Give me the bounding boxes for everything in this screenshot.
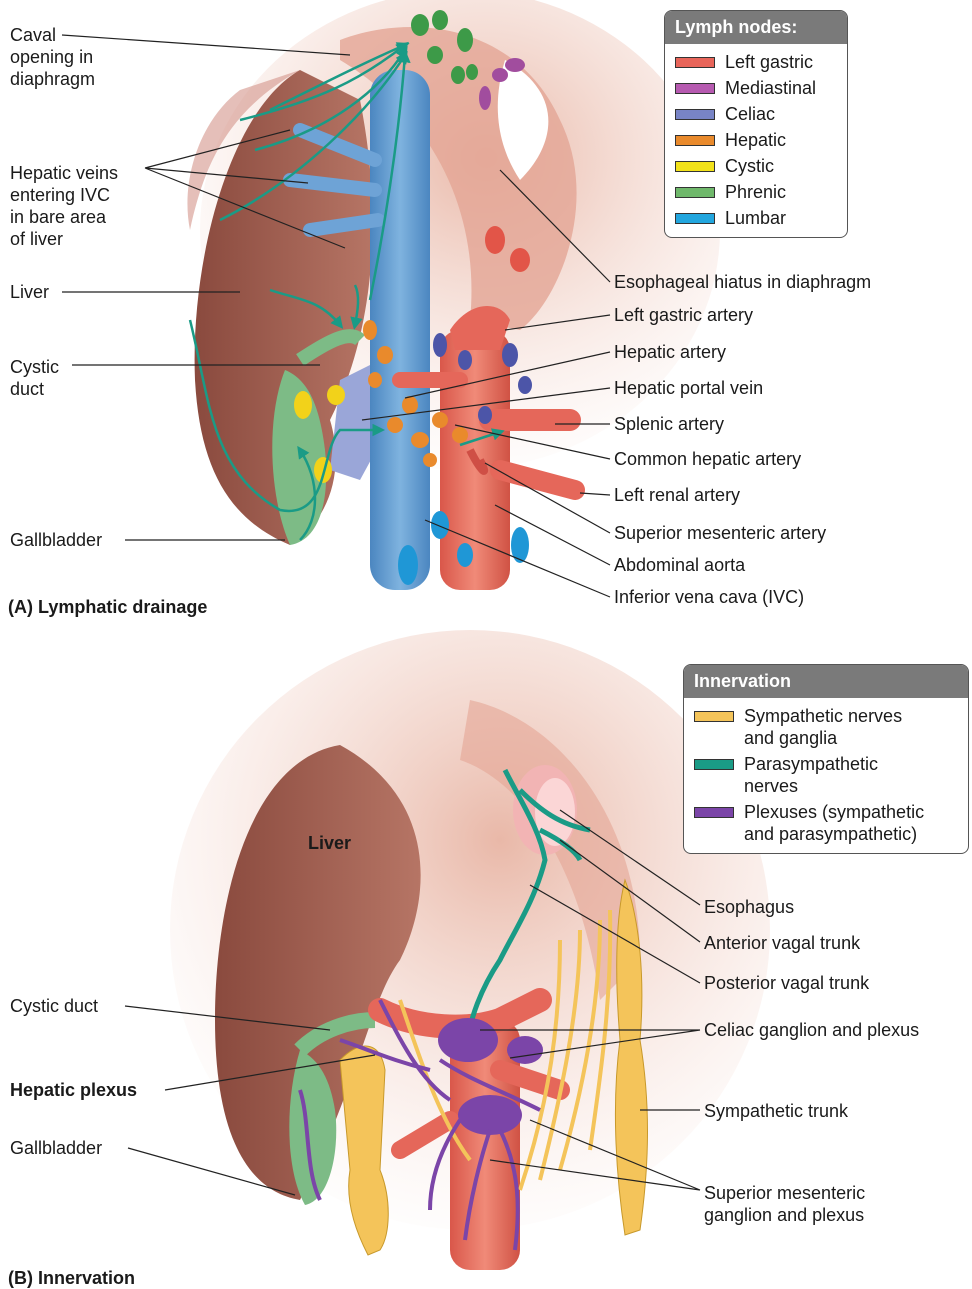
legend-label: Mediastinal [725, 77, 816, 99]
panel-b-drawing [125, 630, 770, 1270]
legend-swatch [675, 57, 715, 68]
label-caval-opening: Caval opening in diaphragm [10, 24, 95, 90]
legend-lymph-node-item: Cystic [665, 153, 847, 179]
label-sympathetic-trunk: Sympathetic trunk [704, 1100, 848, 1122]
legend-innervation-item: Parasympathetic nerves [684, 751, 968, 799]
legend-label: Celiac [725, 103, 775, 125]
label-cystic-duct-a: Cystic duct [10, 356, 59, 400]
label-hepatic-veins: Hepatic veins entering IVC in bare area … [10, 162, 118, 250]
legend-innervation-item: Sympathetic nerves and ganglia [684, 703, 968, 751]
legend-label: Left gastric [725, 51, 813, 73]
legend-lymph-node-item: Mediastinal [665, 75, 847, 101]
legend-label: Plexuses (sympathetic and parasympatheti… [744, 801, 924, 845]
label-splenic-artery: Splenic artery [614, 413, 724, 435]
legend-lymph-node-item: Hepatic [665, 127, 847, 153]
legend-swatch [675, 213, 715, 224]
label-gallbladder-b: Gallbladder [10, 1137, 102, 1159]
legend-label: Hepatic [725, 129, 786, 151]
label-cystic-duct-b: Cystic duct [10, 995, 98, 1017]
label-posterior-vagal-trunk: Posterior vagal trunk [704, 972, 869, 994]
legend-lymph-node-item: Phrenic [665, 179, 847, 205]
legend-swatch [675, 135, 715, 146]
legend-swatch [675, 161, 715, 172]
label-celiac-ganglion: Celiac ganglion and plexus [704, 1019, 919, 1041]
panel-b-title: (B) Innervation [8, 1268, 135, 1289]
label-liver-b: Liver [308, 832, 351, 854]
legend-innervation-title: Innervation [684, 665, 968, 698]
label-left-renal-artery: Left renal artery [614, 484, 740, 506]
label-hepatic-artery: Hepatic artery [614, 341, 726, 363]
label-esophagus: Esophagus [704, 896, 794, 918]
legend-swatch [694, 759, 734, 770]
legend-lymph-nodes-title: Lymph nodes: [665, 11, 847, 44]
panel-a-title: (A) Lymphatic drainage [8, 597, 207, 618]
label-left-gastric-artery: Left gastric artery [614, 304, 753, 326]
legend-swatch [694, 711, 734, 722]
legend-swatch [675, 109, 715, 120]
label-liver-a: Liver [10, 281, 49, 303]
ivc-shape [370, 70, 430, 590]
label-superior-mesenteric-ganglion: Superior mesenteric ganglion and plexus [704, 1182, 865, 1226]
label-hepatic-portal-vein: Hepatic portal vein [614, 377, 763, 399]
label-esophageal-hiatus: Esophageal hiatus in diaphragm [614, 271, 871, 293]
legend-lymph-node-item: Lumbar [665, 205, 847, 231]
legend-label: Cystic [725, 155, 774, 177]
label-hepatic-plexus: Hepatic plexus [10, 1079, 137, 1101]
legend-label: Lumbar [725, 207, 786, 229]
label-superior-mesenteric-artery: Superior mesenteric artery [614, 522, 826, 544]
label-anterior-vagal-trunk: Anterior vagal trunk [704, 932, 860, 954]
legend-label: Sympathetic nerves and ganglia [744, 705, 902, 749]
label-abdominal-aorta: Abdominal aorta [614, 554, 745, 576]
label-gallbladder-a: Gallbladder [10, 529, 102, 551]
legend-innervation: Innervation Sympathetic nerves and gangl… [683, 664, 969, 854]
legend-swatch [694, 807, 734, 818]
panel-a-drawing [62, 0, 720, 597]
legend-label: Parasympathetic nerves [744, 753, 878, 797]
legend-swatch [675, 187, 715, 198]
legend-lymph-node-item: Celiac [665, 101, 847, 127]
label-common-hepatic-artery: Common hepatic artery [614, 448, 801, 470]
legend-swatch [675, 83, 715, 94]
label-ivc: Inferior vena cava (IVC) [614, 586, 804, 608]
legend-label: Phrenic [725, 181, 786, 203]
legend-lymph-node-item: Left gastric [665, 49, 847, 75]
legend-innervation-item: Plexuses (sympathetic and parasympatheti… [684, 799, 968, 847]
